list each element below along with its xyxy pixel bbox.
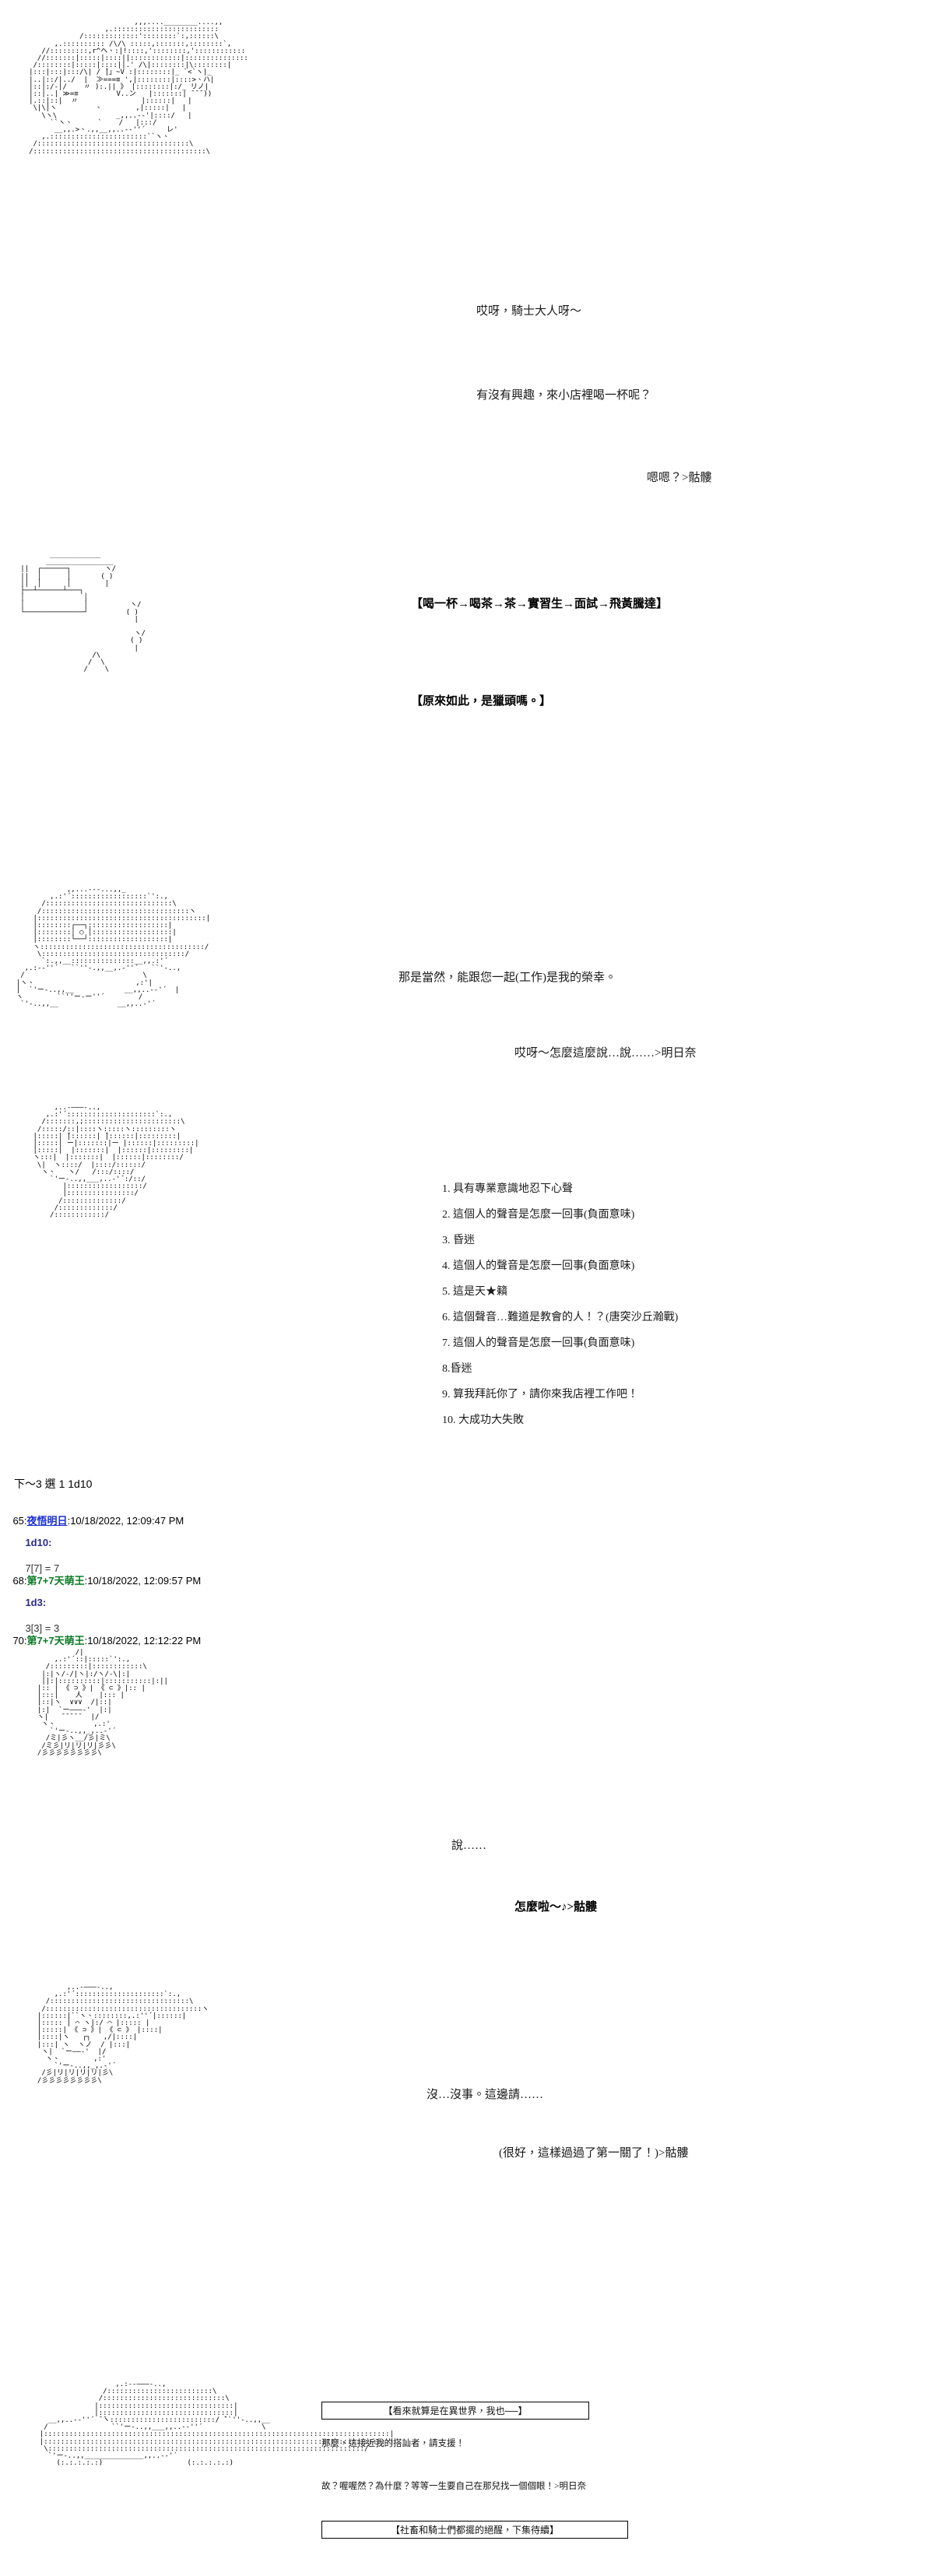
framed-caption-top: 【看來就算是在異世界，我也──】 [321, 2402, 589, 2420]
dice-label-65: 1d10: [25, 1537, 52, 1549]
dialogue-honored-reply: 那是當然，能跟您一起(工作)是我的榮幸。 [399, 972, 616, 984]
dialogue-headhunt-remark: 【原來如此，是獵頭嗎。】 [411, 695, 552, 708]
choice-item-8[interactable]: 8.昏迷 [442, 1363, 472, 1375]
choice-item-10[interactable]: 10. 大成功大失敗 [442, 1415, 524, 1426]
ascii-art-knight: ,,...---...,,_ ,.:'´::::::::::::::::::`'… [16, 886, 211, 1009]
dialogue-skull-whatsup: 怎麼啦～♪>骷髏 [514, 1901, 598, 1914]
dice-label-68: 1d3: [25, 1597, 47, 1609]
dialogue-line-greeting: 哎呀，騎士大人呀～ [476, 305, 582, 318]
post-header-65: 65:夜悟明日:10/18/2022, 12:09:47 PM [2, 1501, 184, 1539]
post-number-68: 68 [12, 1575, 24, 1587]
ascii-art-surprised-face: /| ,.:'´::|:::::`':., /:::::::::|:::::::… [37, 1649, 168, 1757]
post-sep-65b: : [67, 1515, 71, 1527]
ascii-art-footer-figure: ,.:-‐―――-.., /:::::::::::::::::::::::::\… [39, 2381, 394, 2468]
post-author-68[interactable]: 第7+7天萌王 [26, 1575, 85, 1587]
ascii-art-barmaid: ,,,....________....,, ,.::::::::::::::::… [29, 19, 248, 156]
post-sep-70a: : [23, 1635, 27, 1646]
choice-item-6[interactable]: 6. 這個聲音…難道是教會的人！？(唐突沙丘瀚戰) [442, 1312, 679, 1323]
post-number-65: 65 [12, 1515, 24, 1527]
post-sep-68a: : [23, 1575, 27, 1587]
dice-roll-68: 1d3: 3[3] = 3 [14, 1584, 59, 1647]
post-sep-65a: : [23, 1515, 27, 1527]
ascii-art-recovered-face: ,..-―――-.., ,.:'´:::::::::::::::::::::`:… [37, 1984, 209, 2085]
post-author-65[interactable]: 夜悟明日 [26, 1515, 68, 1527]
choice-list: 1. 具有專業意識地忍下心聲 2. 這個人的聲音是怎麼一回事(負面意味) 3. … [442, 1180, 678, 1437]
post-date-68: 10/18/2022, 12:09:57 PM [87, 1575, 202, 1587]
dialogue-stammer: 說…… [451, 1840, 487, 1852]
choice-item-7[interactable]: 7. 這個人的聲音是怎麼一回事(負面意味) [442, 1337, 635, 1349]
dialogue-line-skull-reply-1: 嗯嗯？>骷髏 [647, 472, 712, 484]
choice-item-1[interactable]: 1. 具有專業意識地忍下心聲 [442, 1183, 573, 1195]
post-sep-68b: : [84, 1575, 88, 1587]
post-number-70: 70 [12, 1635, 24, 1646]
dialogue-asuna-reply: 哎呀～怎麼這麼說…說……>明日奈 [514, 1047, 697, 1060]
footer-line-1: 那麼，這接近我的搭訕者，請支援！ [321, 2439, 465, 2448]
choice-item-4[interactable]: 4. 這個人的聲音是怎麼一回事(負面意味) [442, 1260, 635, 1272]
post-header-70: 70:第7+7天萌王:10/18/2022, 12:12:22 PM [2, 1621, 201, 1659]
footer-line-2: 故？喔喔然？為什麼？等等一生要自己在那兒找一個個眼！>明日奈 [321, 2482, 586, 2491]
choice-item-9[interactable]: 9. 算我拜託你了，請你來我店裡工作吧！ [442, 1389, 638, 1400]
dice-result-65: 7[7] = 7 [25, 1562, 60, 1574]
dialogue-skull-inner-thought: (很好，這樣過過了第一關了！)>骷髏 [499, 2147, 689, 2160]
post-author-70[interactable]: 第7+7天萌王 [26, 1635, 85, 1646]
roll-prompt: 下～3 選 1 1d10 [14, 1478, 93, 1490]
dialogue-nothing-this-way: 沒…沒事。這邊請…… [427, 2089, 544, 2101]
choice-item-5[interactable]: 5. 這是天★籟 [442, 1286, 507, 1298]
choice-item-2[interactable]: 2. 這個人的聲音是怎麼一回事(負面意味) [442, 1209, 635, 1221]
ascii-art-girl-portrait: ,..-―――-.., ,.:'´:::::::::::::::::::::`:… [33, 1104, 199, 1220]
dialogue-line-invite: 有沒有興趣，來小店裡喝一杯呢？ [476, 389, 652, 402]
post-sep-70b: : [84, 1635, 88, 1646]
post-date-70: 10/18/2022, 12:12:22 PM [87, 1635, 202, 1646]
post-date-65: 10/18/2022, 12:09:47 PM [70, 1515, 184, 1527]
framed-caption-bottom: 【社畜和騎士們都擺的絕醒，下集待續】 [321, 2521, 628, 2539]
dice-roll-65: 1d10: 7[7] = 7 [14, 1524, 59, 1587]
ascii-art-bar-interior: ____________ ________________ || ┌──────… [20, 551, 146, 674]
dice-result-68: 3[3] = 3 [25, 1622, 60, 1634]
choice-item-3[interactable]: 3. 昏迷 [442, 1235, 475, 1246]
post-header-68: 68:第7+7天萌王:10/18/2022, 12:09:57 PM [2, 1561, 201, 1599]
dialogue-chain-plan: 【喝一杯→喝茶→茶→實習生→面試→飛黃騰達】 [411, 598, 669, 610]
